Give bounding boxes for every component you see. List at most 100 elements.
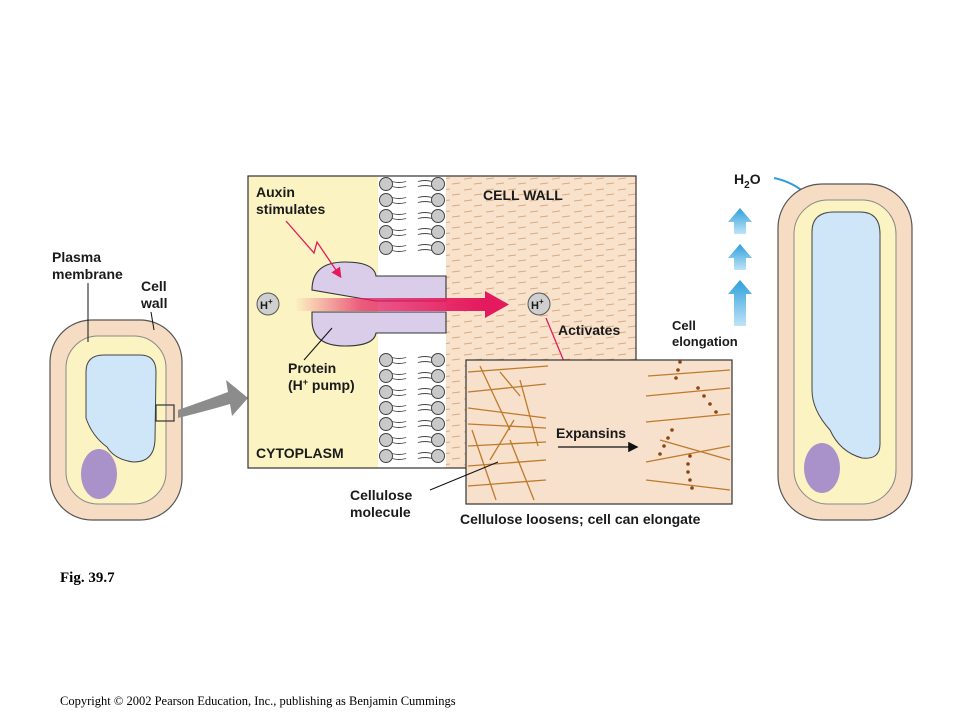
phospholipid-tail bbox=[391, 362, 407, 364]
phospholipid-head bbox=[431, 449, 445, 463]
phospholipid-tail bbox=[391, 421, 407, 423]
phospholipid-head bbox=[431, 225, 445, 239]
phospholipid-tail bbox=[391, 453, 407, 455]
membrane-bilayer bbox=[379, 177, 445, 463]
proton-flow-arrowhead bbox=[485, 291, 509, 318]
auxin-stimulates-label: Auxin stimulates bbox=[256, 184, 325, 217]
phospholipid-tail bbox=[417, 233, 433, 235]
phospholipid-tail bbox=[417, 228, 433, 230]
phospholipid-tail bbox=[417, 436, 433, 438]
phospholipid-head bbox=[431, 193, 445, 207]
phospholipid-head bbox=[431, 241, 445, 255]
phospholipid-head bbox=[379, 449, 393, 463]
water-label: H2O bbox=[734, 171, 761, 191]
phospholipid-tail bbox=[417, 377, 433, 379]
phospholipid-tail bbox=[417, 441, 433, 443]
phospholipid-tail bbox=[417, 404, 433, 406]
cellulose-fibers-tight bbox=[467, 365, 549, 501]
phospholipid-head bbox=[431, 401, 445, 415]
cellulose-loosens-label: Cellulose loosens; cell can elongate bbox=[460, 511, 701, 527]
phospholipid-head bbox=[379, 241, 393, 255]
zoom-arrow bbox=[178, 380, 248, 418]
h-ion-cytoplasm: H+ bbox=[256, 292, 280, 316]
phospholipid-tail bbox=[391, 202, 407, 204]
phospholipid-tail bbox=[417, 244, 433, 246]
phospholipid-tail bbox=[391, 410, 407, 412]
phospholipid-head bbox=[431, 417, 445, 431]
cellulose-molecule-label: Cellulose molecule bbox=[350, 487, 416, 520]
proton-flow-band bbox=[295, 298, 485, 311]
cell-wall-region-label: CELL WALL bbox=[483, 187, 563, 203]
right-cell bbox=[777, 183, 913, 521]
phospholipid-head bbox=[431, 177, 445, 191]
phospholipid-tail bbox=[417, 452, 433, 454]
phospholipid-head bbox=[431, 353, 445, 367]
elongation-arrows bbox=[728, 208, 752, 326]
left-cell-nucleus bbox=[81, 449, 117, 499]
phospholipid-tail bbox=[391, 405, 407, 407]
zoom-box bbox=[155, 404, 175, 422]
cellulose-inset bbox=[465, 359, 733, 505]
phospholipid-head bbox=[379, 225, 393, 239]
protein-label: Protein (H+ pump) bbox=[288, 360, 355, 393]
phospholipid-tail bbox=[391, 245, 407, 247]
phospholipid-tail bbox=[417, 409, 433, 411]
copyright-notice: Copyright © 2002 Pearson Education, Inc.… bbox=[60, 694, 456, 708]
phospholipid-tail bbox=[417, 180, 433, 182]
phospholipid-tail bbox=[417, 217, 433, 219]
right-cell-vacuole bbox=[811, 211, 881, 459]
phospholipid-head bbox=[379, 433, 393, 447]
phospholipid-tail bbox=[391, 357, 407, 359]
phospholipid-tail bbox=[391, 234, 407, 236]
cell-wall-label: Cell wall bbox=[140, 278, 171, 311]
cell-elongation-label: Cell elongation bbox=[672, 318, 738, 349]
svg-text:H+: H+ bbox=[260, 297, 273, 312]
phospholipid-tail bbox=[391, 197, 407, 199]
expansins-label: Expansins bbox=[556, 425, 626, 441]
broken-bonds bbox=[658, 360, 718, 490]
phospholipid-tail bbox=[417, 196, 433, 198]
phospholipid-tail bbox=[391, 389, 407, 391]
left-cell bbox=[49, 319, 248, 521]
activates-label: Activates bbox=[558, 322, 620, 338]
phospholipid-head bbox=[379, 417, 393, 431]
zoom-panel-border bbox=[247, 175, 637, 469]
cellulose-leader bbox=[429, 461, 499, 491]
cytoplasm-label: CYTOPLASM bbox=[256, 445, 344, 461]
phospholipid-head bbox=[379, 369, 393, 383]
right-cell-nucleus bbox=[804, 443, 840, 493]
phospholipid-head bbox=[379, 209, 393, 223]
phospholipid-tail bbox=[391, 373, 407, 375]
phospholipid-tail bbox=[391, 229, 407, 231]
plasma-membrane-label: Plasma membrane bbox=[52, 249, 123, 282]
auxin-signal-arrow bbox=[285, 220, 342, 279]
phospholipid-tail bbox=[417, 425, 433, 427]
phospholipid-tail bbox=[391, 378, 407, 380]
phospholipid-head bbox=[379, 385, 393, 399]
phospholipid-tail bbox=[417, 420, 433, 422]
phospholipid-tail bbox=[417, 457, 433, 459]
phospholipid-tail bbox=[391, 186, 407, 188]
phospholipid-head bbox=[431, 209, 445, 223]
phospholipid-head bbox=[379, 353, 393, 367]
left-cell-vacuole bbox=[85, 354, 157, 463]
phospholipid-tail bbox=[391, 442, 407, 444]
phospholipid-tail bbox=[417, 372, 433, 374]
phospholipid-tail bbox=[391, 250, 407, 252]
phospholipid-head bbox=[431, 369, 445, 383]
phospholipid-tail bbox=[391, 218, 407, 220]
phospholipid-head bbox=[379, 177, 393, 191]
phospholipid-tail bbox=[417, 388, 433, 390]
cell-wall-leader bbox=[150, 311, 155, 331]
phospholipid-tail bbox=[391, 394, 407, 396]
phospholipid-tail bbox=[417, 361, 433, 363]
phospholipid-tail bbox=[417, 212, 433, 214]
phospholipid-tail bbox=[391, 458, 407, 460]
phospholipid-head bbox=[379, 193, 393, 207]
phospholipid-tail bbox=[417, 356, 433, 358]
phospholipid-tail bbox=[391, 437, 407, 439]
phospholipid-head bbox=[431, 433, 445, 447]
h-ion-cell-wall: H+ bbox=[527, 292, 551, 316]
proton-pump-protein bbox=[311, 261, 447, 347]
